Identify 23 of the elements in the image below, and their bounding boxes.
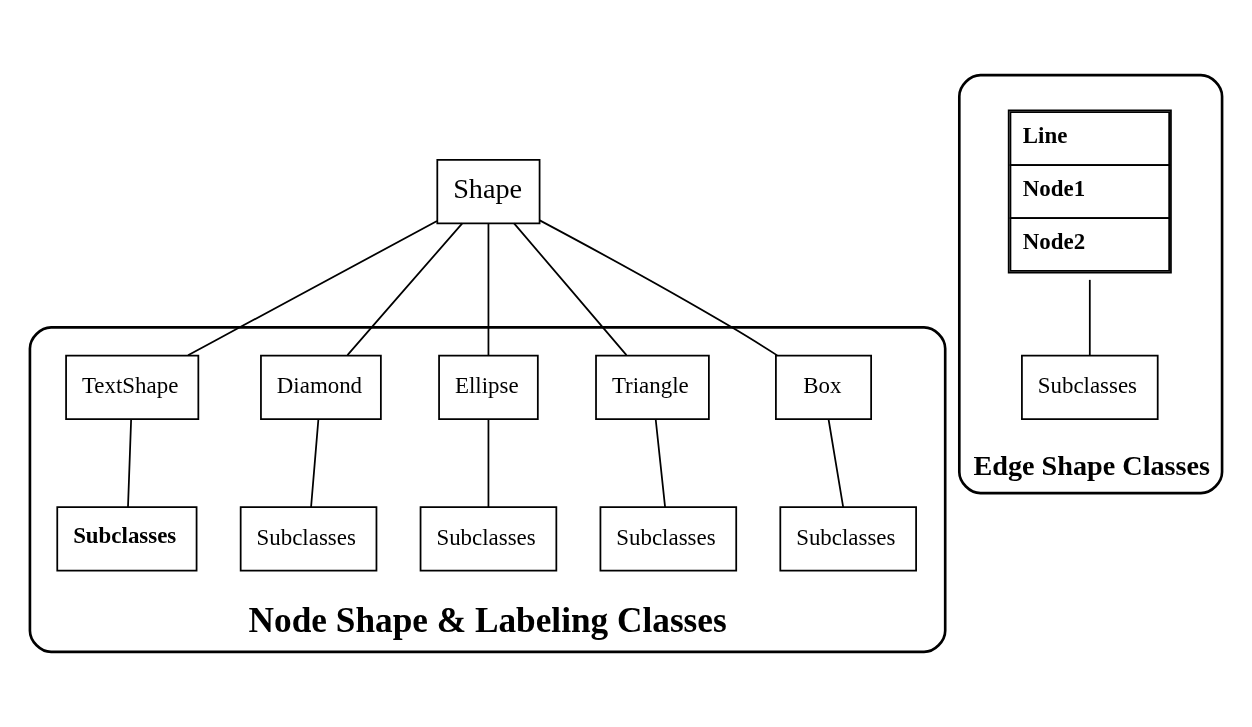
- node-box: Subclasses: [1021, 354, 1159, 420]
- node-box: TextShape: [65, 354, 200, 420]
- node-box: Subclasses: [56, 506, 198, 572]
- connector: [1088, 279, 1091, 357]
- connector: [127, 418, 132, 508]
- connector: [654, 418, 666, 508]
- node-box: Subclasses: [599, 506, 738, 572]
- node-box: Subclasses: [239, 506, 378, 572]
- connector: [310, 418, 320, 508]
- node-box: Ellipse: [438, 354, 539, 420]
- node-box: Shape: [436, 158, 541, 225]
- node-box: Diamond: [260, 354, 382, 420]
- connector: [538, 219, 779, 357]
- node-box: Box: [775, 354, 872, 420]
- connector: [346, 222, 464, 356]
- node-box: Triangle: [595, 354, 710, 420]
- connector: [827, 418, 845, 508]
- connector: [187, 220, 438, 357]
- node-box: Subclasses: [779, 506, 917, 572]
- connector: [487, 222, 490, 356]
- connector: [487, 418, 490, 508]
- node-box: Subclasses: [419, 506, 558, 572]
- connector: [513, 222, 628, 356]
